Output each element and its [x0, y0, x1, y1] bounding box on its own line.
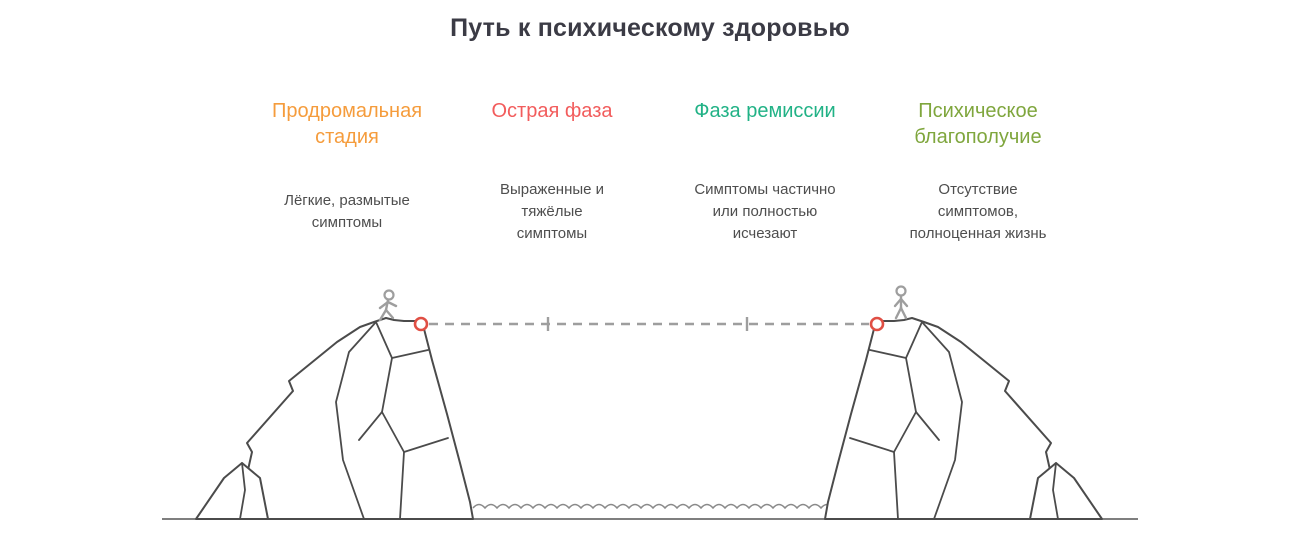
stage-column-remission: Фаза ремиссии Симптомы частично или полн… [655, 98, 875, 242]
water-waves-icon [472, 503, 834, 510]
stage-column-prodromal: Продромальная стадия Лёгкие, размытые си… [237, 98, 457, 231]
stage-title: Острая фаза [491, 100, 613, 122]
stage-description-wrap: Лёгкие, размытые симптомы [237, 168, 457, 256]
left-anchor-marker-icon [413, 316, 429, 332]
stage-description-wrap: Симптомы частично или полностью исчезают [655, 168, 875, 256]
stage-description-wrap: Выраженные и тяжёлые симптомы [442, 168, 662, 256]
right-cliff-icon [824, 317, 1062, 520]
stage-column-acute: Острая фаза Выраженные и тяжёлые симптом… [442, 98, 662, 242]
standing-figure-icon [893, 285, 909, 320]
page-title: Путь к психическому здоровью [450, 14, 850, 42]
stage-description: Симптомы частично или полностью исчезают [694, 181, 836, 242]
right-anchor-marker-icon [869, 316, 885, 332]
stage-description: Лёгкие, размытые симптомы [284, 192, 410, 231]
stage-description-wrap: Отсутствие симптомов, полноценная жизнь [868, 168, 1088, 256]
stage-title: Фаза ремиссии [694, 100, 836, 122]
stage-title: Продромальная стадия [271, 100, 423, 148]
walking-figure-icon [378, 289, 398, 322]
left-cliff-icon [236, 317, 474, 520]
stage-description: Отсутствие симптомов, полноценная жизнь [909, 181, 1047, 242]
stage-description: Выраженные и тяжёлые симптомы [499, 181, 605, 242]
right-rock-icon [1029, 462, 1103, 520]
left-rock-icon [195, 462, 269, 520]
stage-column-wellbeing: Психическое благополучие Отсутствие симп… [868, 98, 1088, 242]
stage-title: Психическое благополучие [914, 100, 1042, 148]
